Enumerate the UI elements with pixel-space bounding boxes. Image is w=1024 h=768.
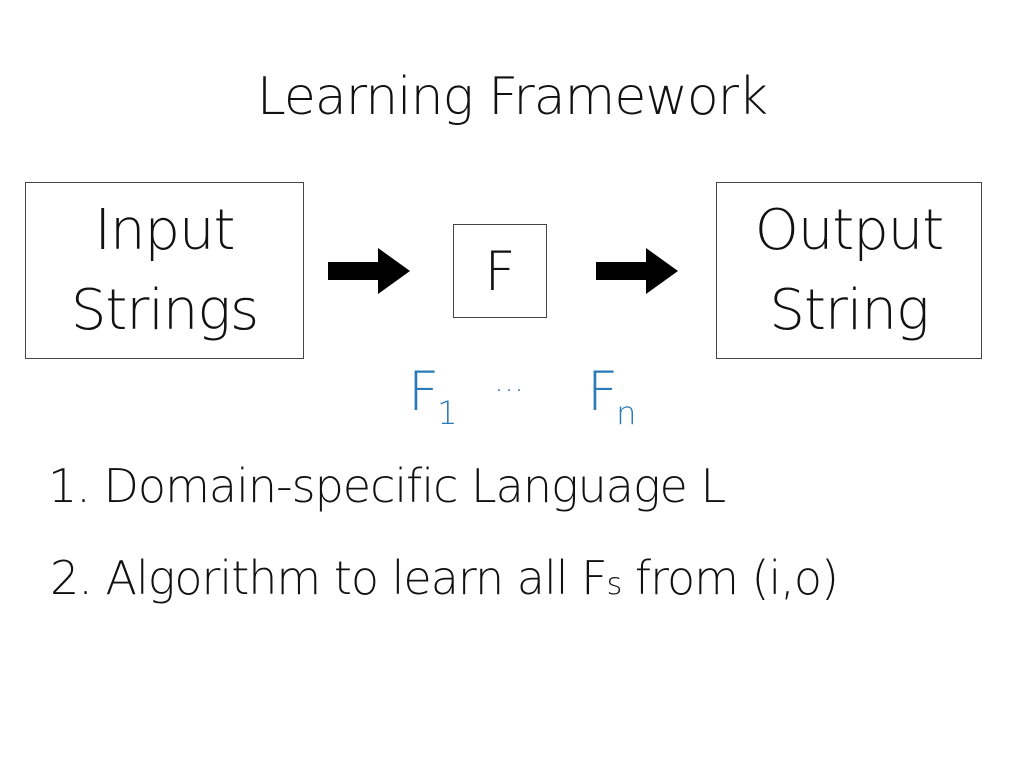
list-item-algorithm-suffix: from (i,o) [621,551,839,605]
output-box-line2: String [769,277,929,343]
right-arrow-icon [596,248,678,294]
slide-title: Learning Framework [256,67,768,127]
input-strings-box: Input Strings [25,182,304,359]
variant-last-base: F [587,360,619,423]
output-box-line1: Output [754,197,945,263]
list-item-algorithm: 2. Algorithm to learn all Fs from (i,o) [50,548,839,615]
function-label: F [484,239,516,303]
list-item-algorithm-prefix: 2. Algorithm to learn all F [50,551,608,605]
variant-first-subscript: 1 [437,394,458,432]
function-box: F [453,224,547,318]
right-arrow-icon [328,248,410,294]
list-item-algorithm-small-s: s [606,567,623,602]
variant-ellipsis: … [494,364,524,399]
input-box-line1: Input [94,197,235,263]
output-string-box: Output String [716,182,982,359]
function-variant-last: Fn [587,360,638,433]
function-variant-first: F1 [408,360,459,433]
variant-first-base: F [408,360,440,423]
list-item-dsl: 1. Domain-specific Language L [48,459,726,513]
variant-last-subscript: n [616,394,637,432]
input-box-line2: Strings [70,277,259,343]
